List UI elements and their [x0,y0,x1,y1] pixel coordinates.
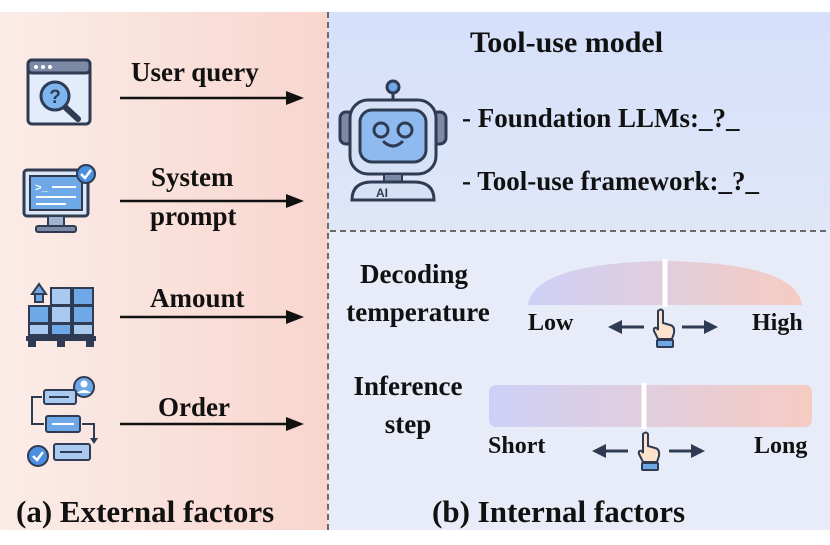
inference-slider-marker[interactable] [641,383,647,429]
amount-label: Amount [150,283,245,313]
left-arrow-icon [608,320,644,334]
tool-use-framework-line: - Tool-use framework:_?_ [462,166,759,196]
search-window-icon: ? [26,58,92,126]
decoding-low-label: Low [528,310,574,336]
hand-pointer-icon [652,308,676,348]
amount-arrow [120,310,304,324]
system-prompt-label-line1: System [151,162,234,192]
tool-use-model-title: Tool-use model [470,26,664,59]
order-label: Order [158,392,230,422]
foundation-llms-line: - Foundation LLMs:_?_ [462,103,740,133]
internal-factors-caption: (b) Internal factors [432,494,686,529]
inference-long-label: Long [754,433,808,459]
user-query-label: User query [131,57,259,87]
right-arrow-icon [669,444,705,458]
inference-label-line2: step [384,409,432,439]
decoding-high-label: High [752,310,803,336]
order-arrow [120,417,304,431]
user-query-arrow [120,91,304,105]
external-factors-caption: (a) External factors [16,494,275,529]
boxes-pallet-icon [26,282,96,347]
monitor-code-icon: >_ [22,164,96,233]
inference-step-slider[interactable] [488,383,813,429]
horizontal-divider [330,230,826,232]
inference-slider-track [489,385,812,427]
decoding-label-line1: Decoding [360,259,468,289]
left-arrow-icon [592,444,628,458]
vertical-divider [327,12,329,530]
hand-pointer-icon [637,431,661,471]
decoding-temperature-slider[interactable] [526,255,804,307]
decoding-slider-marker[interactable] [662,259,668,307]
system-prompt-label-line2: prompt [150,201,237,231]
robot-badge-text: AI [376,186,388,200]
svg-text:?: ? [49,87,61,108]
inference-label-line1: Inference [353,371,463,401]
system-prompt-arrow [120,194,304,208]
inference-short-label: Short [488,433,546,459]
svg-text:>_: >_ [35,183,49,195]
workflow-icon [27,376,98,467]
decoding-label-line2: temperature [346,297,490,327]
ai-robot-icon: AI [338,79,448,202]
right-arrow-icon [682,320,718,334]
